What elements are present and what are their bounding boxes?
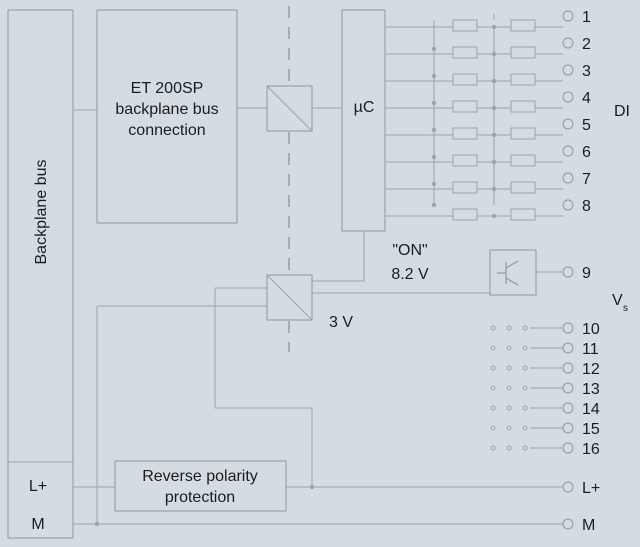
terminal-12 [562, 362, 574, 374]
backplane-bus-box [7, 9, 74, 539]
terminal-10 [562, 322, 574, 334]
terminal-6 [562, 145, 574, 157]
vs-subscript: s [623, 303, 628, 314]
terminal-label: 16 [582, 441, 600, 458]
terminal-14 [562, 402, 574, 414]
backplane-bus-label: Backplane bus [33, 160, 50, 265]
terminal-15 [562, 422, 574, 434]
terminal-label: 15 [582, 421, 600, 438]
terminal-label: 12 [582, 361, 600, 378]
terminal-label: 11 [582, 341, 599, 358]
terminal-2 [562, 37, 574, 49]
terminal-m [562, 518, 574, 530]
microcontroller-box [341, 9, 386, 232]
terminal-lplus-label: L+ [582, 480, 600, 497]
vs-label: V [612, 292, 623, 309]
terminal-label: 3 [582, 63, 591, 80]
terminal-label: 8 [582, 198, 591, 215]
terminal-m-label: M [582, 517, 595, 534]
terminal-label: 5 [582, 117, 591, 134]
on-label: "ON" [392, 242, 427, 259]
terminal-label: 1 [582, 9, 591, 26]
terminal-4 [562, 91, 574, 103]
voltage-8v2-label: 8.2 V [391, 266, 429, 283]
backplane-m-label: M [31, 516, 44, 533]
terminal-9 [562, 266, 574, 278]
voltage-3v-label: 3 V [329, 314, 353, 331]
et200sp-label-line2: backplane bus [115, 101, 218, 118]
terminal-7 [562, 172, 574, 184]
terminal-label: 6 [582, 144, 591, 161]
terminal-1 [562, 10, 574, 22]
reverse-polarity-protection-box [114, 460, 287, 512]
uc-label: µC [354, 99, 375, 116]
di-label: DI [614, 103, 630, 120]
unused-terminals: 10 11 12 13 14 15 16 [490, 321, 600, 458]
terminal-16 [562, 442, 574, 454]
et200sp-label-line3: connection [128, 122, 205, 139]
terminal-label: 14 [582, 401, 600, 418]
input-channels: 1 2 3 4 5 6 7 8 [385, 9, 591, 221]
terminal-3 [562, 64, 574, 76]
terminal-label: 7 [582, 171, 591, 188]
terminal-9-label: 9 [582, 265, 591, 282]
et200sp-label-line1: ET 200SP [131, 80, 204, 97]
backplane-bus-connection-box [96, 9, 238, 224]
terminal-8 [562, 199, 574, 211]
terminal-5 [562, 118, 574, 130]
rpp-label-line2: protection [165, 489, 235, 506]
terminal-label: 2 [582, 36, 591, 53]
terminal-label: 13 [582, 381, 600, 398]
backplane-lplus-label: L+ [29, 478, 47, 495]
terminal-label: 4 [582, 90, 591, 107]
rpp-label-line1: Reverse polarity [142, 468, 258, 485]
terminal-13 [562, 382, 574, 394]
terminal-lplus [562, 481, 574, 493]
transistor-switch [489, 249, 537, 296]
terminal-label: 10 [582, 321, 600, 338]
terminal-11 [562, 342, 574, 354]
